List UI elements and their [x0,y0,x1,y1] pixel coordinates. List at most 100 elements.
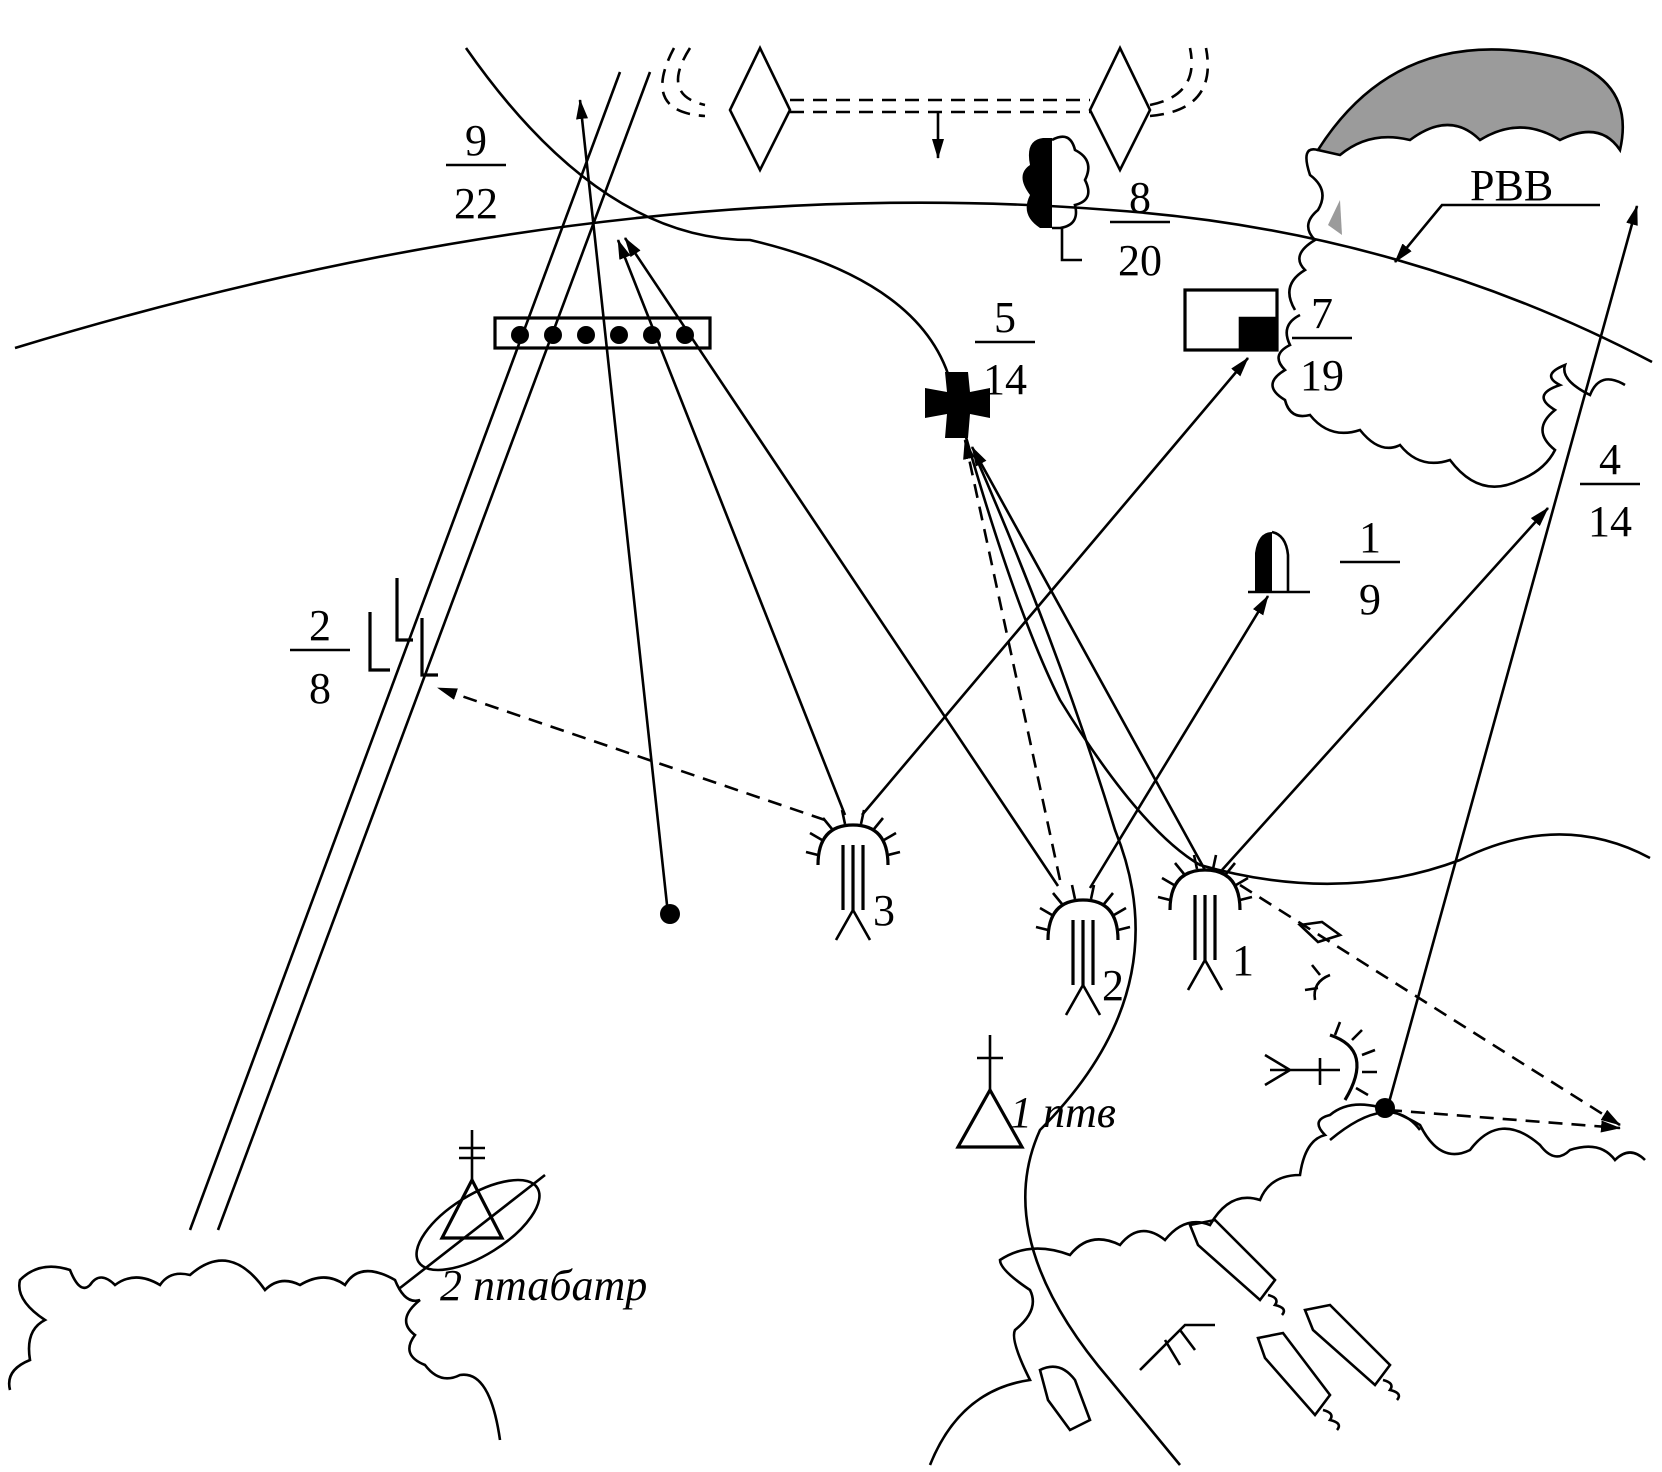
observation-arc [1329,1033,1359,1101]
shelter-outline [1271,530,1290,592]
small-positions [1264,920,1377,1101]
obstacle-right-arc-1 [1149,47,1193,107]
line-dot-to-top [576,99,670,915]
anti-tank-platoon: 1 птв [955,1035,1116,1149]
forest-bottom-left [7,1259,502,1441]
trench-dot-6 [676,326,694,344]
observation-point-dot-2 [1375,1098,1395,1118]
shelter-black [1255,532,1272,592]
observation-cross [1264,1053,1340,1087]
bush-outline [1051,135,1090,230]
target-5-den: 14 [983,355,1027,404]
boat-4 [1038,1365,1092,1432]
target-9-num: 9 [465,116,487,165]
ptv-triangle [955,1086,1025,1149]
line-gun2-to-9 [623,237,1060,887]
trench-dot-2 [544,326,562,344]
dash-gun3-to-2 [437,686,826,822]
gun-2-legs [1064,984,1102,1016]
target-1: 1 9 [1248,513,1400,624]
barrier-icon-2 [395,578,413,642]
target-7: 7 19 [1183,288,1352,400]
gun-3-legs [834,909,872,941]
ptabatr-label: 2 птабатр [440,1261,647,1310]
target-2-num: 2 [309,601,331,650]
obstacle-left-arc-2 [661,47,706,118]
line-gun1-to-4 [1221,507,1549,871]
target-2: 2 8 [290,578,438,713]
gun-2: 2 [1035,884,1131,1016]
bush-post [1060,228,1082,262]
trench-rect [493,316,712,350]
target-2-den: 8 [309,664,331,713]
command-post-flag [1240,318,1277,350]
dash-gun2-to-5 [963,439,1062,881]
obstacle-right-arc-2 [1149,47,1210,118]
gun-3-ticks [805,809,901,857]
gun-1-arc [1168,868,1242,911]
target-8-num: 8 [1129,173,1151,222]
forest-right-edge [1271,313,1626,488]
forest-br-edge [928,1103,1646,1466]
barrier-icon-3 [420,618,438,677]
gun-3: 3 [805,809,901,941]
gun-3-barrels [841,845,865,910]
gun-2-ticks [1035,884,1131,932]
anti-tank-battery: 2 птабатр [399,1130,647,1310]
fire-directions [437,99,1639,1133]
fire-zone-shape [1315,48,1625,157]
bush-black [1022,138,1052,228]
boats [1038,1218,1401,1432]
target-4: 4 14 [1580,435,1640,546]
trench-dot-1 [511,326,529,344]
line-gun1-to-5 [970,446,1207,871]
target-9-den: 22 [454,179,498,228]
target-1-num: 1 [1359,513,1381,562]
forest-edge-right [1288,148,1324,311]
boat-2-wake [1382,1378,1401,1401]
gun-1-label: 1 [1232,936,1254,985]
diamond-right [1088,45,1152,173]
dash-dot2-to-right [1387,1108,1621,1133]
river-upper-curve [464,47,1651,886]
boat-1 [1188,1218,1277,1302]
gun-2-label: 2 [1102,961,1124,1010]
line-dot2-to-rvv [1386,205,1639,1107]
boat-3-wake [1322,1408,1341,1431]
target-9: 9 22 [446,116,712,350]
forest-bl-edge [7,1259,502,1441]
fire-zone-rvv: РВВ [1288,48,1625,311]
target-8: 8 20 [1022,135,1170,285]
target-5-num: 5 [994,293,1016,342]
barrier-icon [368,612,390,672]
diamond-left [728,45,792,173]
road-double-line-left [188,71,622,1231]
small-pos-2 [1304,964,1331,1001]
target-8-den: 20 [1118,236,1162,285]
ptabatr-triangle [439,1176,505,1240]
trench-dot-4 [610,326,628,344]
trench-dot-5 [643,326,661,344]
forest-br-inner [1329,1110,1422,1141]
observation-point-dot [660,904,680,924]
target-4-num: 4 [1599,435,1621,484]
target-4-den: 14 [1588,497,1632,546]
cp-inner-line [1238,316,1277,350]
gun-1-legs [1186,959,1224,991]
target-5: 5 14 [925,293,1035,438]
gun-1-ticks [1157,854,1253,902]
obstacle-left-arc-1 [676,47,706,107]
road-double-line-right [216,71,652,1231]
gun-2-barrels [1071,920,1095,985]
gun-3-arc [816,823,890,866]
river-lower-curve [973,454,1182,1466]
small-pos-1 [1297,920,1343,944]
rvv-leader-line [1393,203,1600,263]
line-gun2-to-1 [1088,595,1270,889]
target-7-num: 7 [1311,289,1333,338]
rvv-label: РВВ [1470,161,1553,210]
front-line-curve [14,201,1653,364]
observation-arc-ticks [1333,1021,1377,1097]
dash-gun1-to-right [1239,883,1621,1127]
